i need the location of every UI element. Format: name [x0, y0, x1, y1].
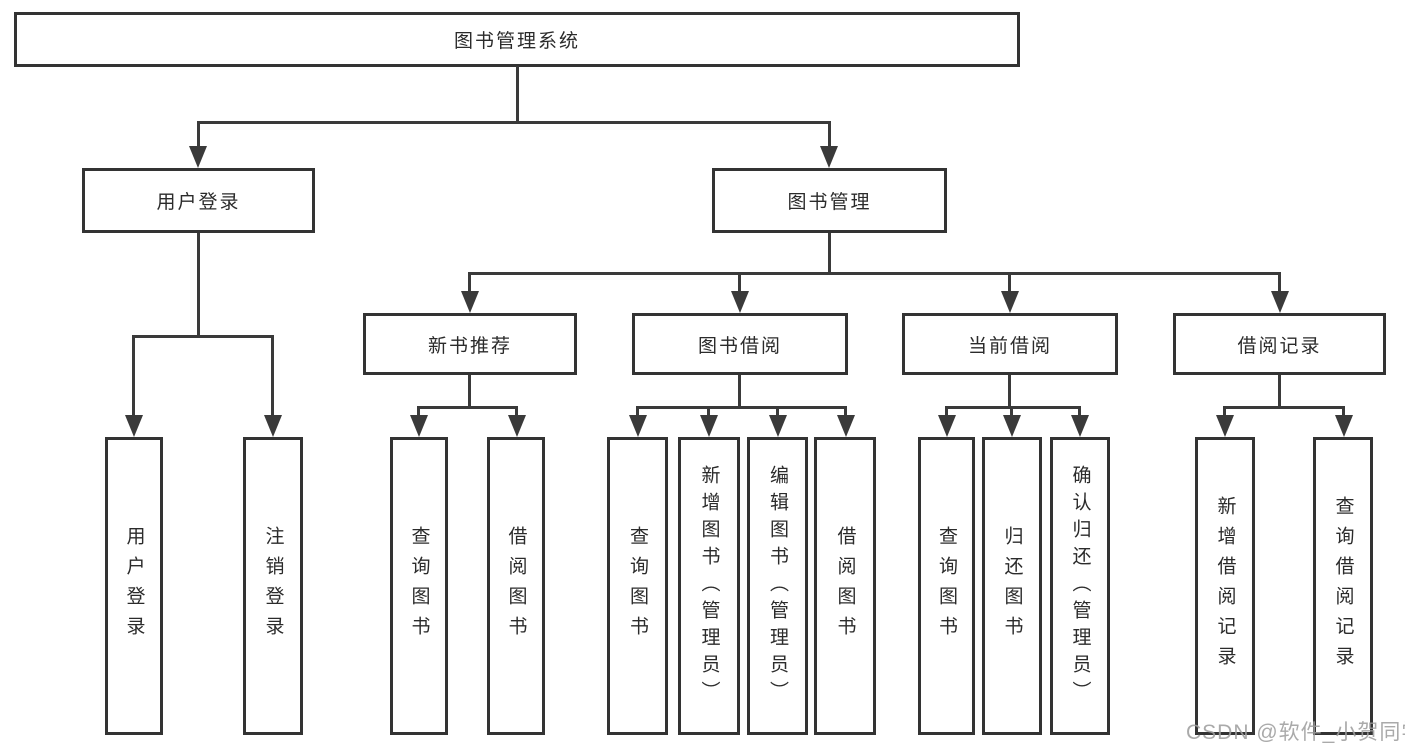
- arrow-bb-edit: [769, 415, 787, 437]
- connector-arrow-shaft-nb-borrow: [515, 406, 518, 416]
- arrow-book-mgmt: [820, 146, 838, 168]
- node-root: 图书管理系统: [14, 12, 1020, 67]
- leaf-current-query-book: 查询图书: [918, 437, 975, 735]
- connector-arrow-shaft-bb-edit: [776, 406, 779, 416]
- arrow-leaf-login: [125, 415, 143, 437]
- connector-book-borrow-hbar: [636, 406, 846, 409]
- arrow-bb-borrow: [837, 415, 855, 437]
- leaf-newbook-query-book-label: 查询图书: [408, 526, 430, 646]
- arrow-user-login: [189, 146, 207, 168]
- connector-borrow-records-stem: [1278, 375, 1281, 409]
- leaf-user-login: 用户登录: [105, 437, 163, 735]
- leaf-borrow-borrow-book: 借阅图书: [814, 437, 876, 735]
- arrow-book-borrow: [731, 291, 749, 313]
- connector-arrow-shaft-cb-confirm: [1078, 406, 1081, 416]
- leaf-logout: 注销登录: [243, 437, 303, 735]
- connector-arrow-shaft-leaf-logout: [271, 335, 274, 417]
- arrow-borrow-records: [1271, 291, 1289, 313]
- arrow-br-query: [1335, 415, 1353, 437]
- connector-current-borrow-stem: [1008, 375, 1011, 409]
- leaf-query-borrow-record-label: 查询借阅记录: [1332, 496, 1354, 676]
- connector-new-book-hbar: [417, 406, 518, 409]
- connector-user-login-hbar: [132, 335, 274, 338]
- leaf-confirm-return-admin: 确认归还（管理员）: [1050, 437, 1110, 735]
- leaf-borrow-borrow-book-label: 借阅图书: [834, 526, 856, 646]
- connector-new-book-stem: [468, 375, 471, 409]
- connector-arrow-shaft-cb-return: [1010, 406, 1013, 416]
- csdn-watermark: CSDN @软件_小贺同学: [1186, 721, 1405, 744]
- node-book-borrow-label: 图书借阅: [697, 335, 782, 357]
- arrow-current-borrow: [1001, 291, 1019, 313]
- connector-arrow-shaft-book-borrow: [738, 272, 741, 292]
- node-root-label: 图书管理系统: [453, 31, 580, 52]
- leaf-return-book: 归还图书: [982, 437, 1042, 735]
- leaf-edit-book-admin: 编辑图书（管理员）: [747, 437, 808, 735]
- connector-book-mgmt-stem: [828, 233, 831, 275]
- leaf-confirm-return-admin-label: 确认归还（管理员）: [1069, 464, 1091, 708]
- connector-book-borrow-stem: [738, 375, 741, 409]
- connector-arrow-shaft-bb-borrow: [844, 406, 847, 416]
- connector-arrow-shaft-bb-query: [636, 406, 639, 416]
- arrow-cb-return: [1003, 415, 1021, 437]
- arrow-cb-query: [938, 415, 956, 437]
- leaf-edit-book-admin-label: 编辑图书（管理员）: [767, 464, 788, 708]
- node-current-borrow: 当前借阅: [902, 313, 1118, 375]
- leaf-logout-label: 注销登录: [262, 526, 284, 646]
- connector-book-mgmt-hbar: [468, 272, 1281, 275]
- leaf-newbook-borrow-book: 借阅图书: [487, 437, 545, 735]
- arrow-new-book: [461, 291, 479, 313]
- leaf-add-borrow-record: 新增借阅记录: [1195, 437, 1255, 735]
- arrow-br-add: [1216, 415, 1234, 437]
- connector-arrow-shaft-current-borrow: [1008, 272, 1011, 292]
- node-user-login-label: 用户登录: [156, 192, 241, 213]
- leaf-add-book-admin: 新增图书（管理员）: [678, 437, 740, 735]
- connector-arrow-shaft-cb-query: [945, 406, 948, 416]
- leaf-return-book-label: 归还图书: [1001, 526, 1023, 646]
- connector-arrow-shaft-leaf-login: [132, 335, 135, 417]
- node-user-login: 用户登录: [82, 168, 315, 233]
- node-new-book-rec-label: 新书推荐: [427, 335, 512, 357]
- node-new-book-rec: 新书推荐: [363, 313, 577, 375]
- arrow-cb-confirm: [1071, 415, 1089, 437]
- node-book-borrow: 图书借阅: [632, 313, 848, 375]
- connector-user-login-stem: [197, 233, 200, 338]
- connector-root-stem: [516, 66, 519, 124]
- leaf-borrow-query-book-label: 查询图书: [627, 526, 648, 646]
- leaf-add-borrow-record-label: 新增借阅记录: [1214, 496, 1236, 676]
- arrow-bb-add: [700, 415, 718, 437]
- leaf-newbook-query-book: 查询图书: [390, 437, 448, 735]
- connector-arrow-shaft-user-login: [197, 121, 200, 147]
- connector-arrow-shaft-nb-query: [417, 406, 420, 416]
- leaf-current-query-book-label: 查询图书: [936, 526, 957, 646]
- connector-arrow-shaft-br-add: [1223, 406, 1226, 416]
- connector-arrow-shaft-br-query: [1342, 406, 1345, 416]
- arrow-bb-query: [629, 415, 647, 437]
- leaf-borrow-query-book: 查询图书: [607, 437, 668, 735]
- connector-arrow-shaft-book-mgmt: [828, 121, 831, 147]
- arrow-nb-query: [410, 415, 428, 437]
- connector-arrow-shaft-new-book: [468, 272, 471, 292]
- node-borrow-records-label: 借阅记录: [1237, 335, 1322, 357]
- connector-borrow-records-hbar: [1223, 406, 1344, 409]
- node-book-mgmt-label: 图书管理: [787, 192, 872, 213]
- leaf-add-book-admin-label: 新增图书（管理员）: [698, 464, 720, 708]
- arrow-leaf-logout: [264, 415, 282, 437]
- connector-current-borrow-hbar: [945, 406, 1081, 409]
- node-current-borrow-label: 当前借阅: [967, 335, 1052, 357]
- arrow-nb-borrow: [508, 415, 526, 437]
- connector-arrow-shaft-bb-add: [707, 406, 710, 416]
- leaf-user-login-label: 用户登录: [123, 526, 145, 646]
- leaf-query-borrow-record: 查询借阅记录: [1313, 437, 1373, 735]
- leaf-newbook-borrow-book-label: 借阅图书: [505, 526, 527, 646]
- connector-arrow-shaft-borrow-records: [1278, 272, 1281, 292]
- connector-root-hbar: [197, 121, 831, 124]
- node-borrow-records: 借阅记录: [1173, 313, 1386, 375]
- node-book-mgmt: 图书管理: [712, 168, 947, 233]
